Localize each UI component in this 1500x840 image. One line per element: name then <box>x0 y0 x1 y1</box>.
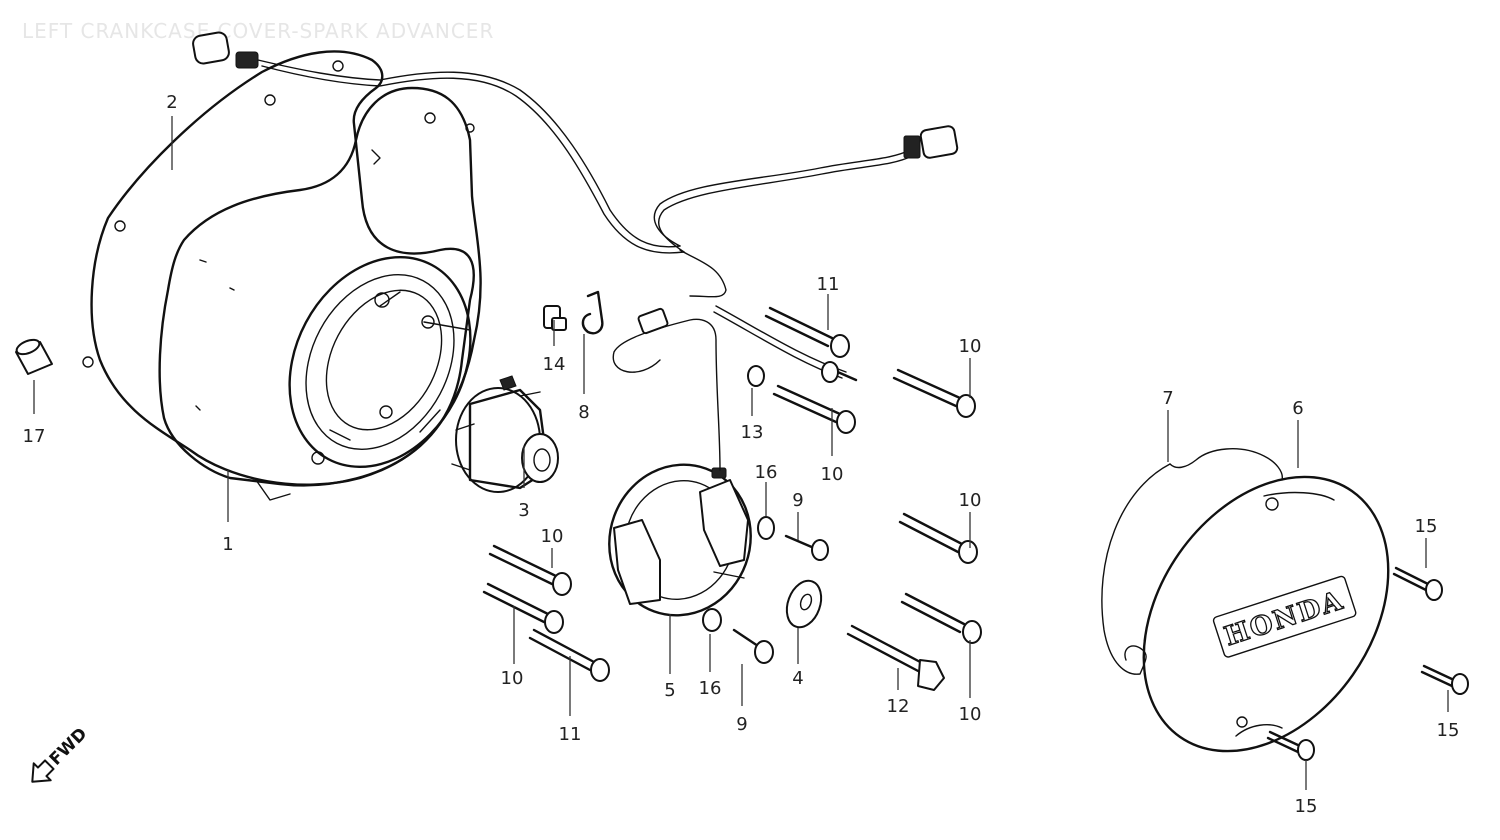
callout-11-upper: 11 <box>817 274 840 295</box>
callout-10-left-upper: 10 <box>541 526 564 547</box>
callout-15-right: 15 <box>1437 720 1460 741</box>
callout-9-lower: 9 <box>736 714 747 735</box>
bolt-15-upper <box>1392 566 1443 601</box>
callout-6: 6 <box>1292 398 1303 419</box>
callouts: 2 1 3 17 14 8 13 11 10 10 10 10 12 4 16 … <box>23 92 1460 817</box>
callout-10-right-bottom: 10 <box>959 704 982 725</box>
part-16-washer-upper <box>757 516 775 540</box>
callout-11-left: 11 <box>559 724 582 745</box>
callout-13: 13 <box>741 422 764 443</box>
honda-brand-mark: HONDA <box>1221 586 1348 653</box>
bolt-11-second <box>821 361 858 383</box>
diagram-title: LEFT CRANKCASE COVER-SPARK ADVANCER <box>22 19 494 43</box>
fwd-arrow: FWD <box>31 724 92 783</box>
callout-7: 7 <box>1162 388 1173 409</box>
part-14-clamp <box>543 305 567 331</box>
bolt-15-bottom <box>1266 730 1315 761</box>
callout-9-upper: 9 <box>792 490 803 511</box>
bolt-10-right-second <box>898 512 978 564</box>
bolt-11-upper <box>764 306 850 358</box>
fwd-label: FWD <box>46 724 92 770</box>
callout-8: 8 <box>578 402 589 423</box>
callout-10-left-lower: 10 <box>501 668 524 689</box>
callout-16-upper: 16 <box>755 462 778 483</box>
callout-15-bottom: 15 <box>1295 796 1318 817</box>
part-3-spark-advancer <box>451 375 559 493</box>
part-1-crankcase-cover <box>158 86 482 501</box>
bolt-9-lower <box>732 628 774 664</box>
part-13-washer <box>747 365 765 387</box>
wire-harness <box>653 125 959 379</box>
bolt-15-right <box>1420 664 1469 695</box>
bolt-10-left-upper <box>488 544 572 596</box>
callout-17: 17 <box>23 426 46 447</box>
callout-10-middle: 10 <box>821 464 844 485</box>
part-6-outer-cover: HONDA <box>1142 475 1390 753</box>
wire-connector-top <box>192 31 685 254</box>
part-5-pulse-generator <box>608 307 752 617</box>
part-17-dowel-pin <box>15 338 53 375</box>
callout-10-right-second: 10 <box>959 490 982 511</box>
part-2-gasket <box>82 50 475 486</box>
callout-15-upper: 15 <box>1415 516 1438 537</box>
part-7-cover-gasket <box>1101 448 1283 675</box>
bolt-10-right-top <box>892 368 976 418</box>
callout-5: 5 <box>664 680 675 701</box>
callout-2: 2 <box>166 92 177 113</box>
bolt-10-middle-upper <box>772 384 856 434</box>
part-4-cap <box>785 579 823 629</box>
part-16-washer-lower <box>702 608 722 632</box>
callout-1: 1 <box>222 534 233 555</box>
callout-16-lower: 16 <box>699 678 722 699</box>
bolts <box>482 306 1469 761</box>
callout-14: 14 <box>543 354 566 375</box>
callout-12: 12 <box>887 696 910 717</box>
callout-10-right-top: 10 <box>959 336 982 357</box>
bolt-10-left-lower <box>482 582 564 634</box>
callout-3: 3 <box>518 500 529 521</box>
bolt-12 <box>846 624 945 691</box>
bolt-10-right-third <box>900 592 982 644</box>
callout-4: 4 <box>792 668 803 689</box>
bolt-9-upper <box>784 534 829 561</box>
leader-lines <box>33 116 1449 790</box>
part-8-wire-clip <box>581 290 604 335</box>
bolt-11-left <box>528 628 610 682</box>
